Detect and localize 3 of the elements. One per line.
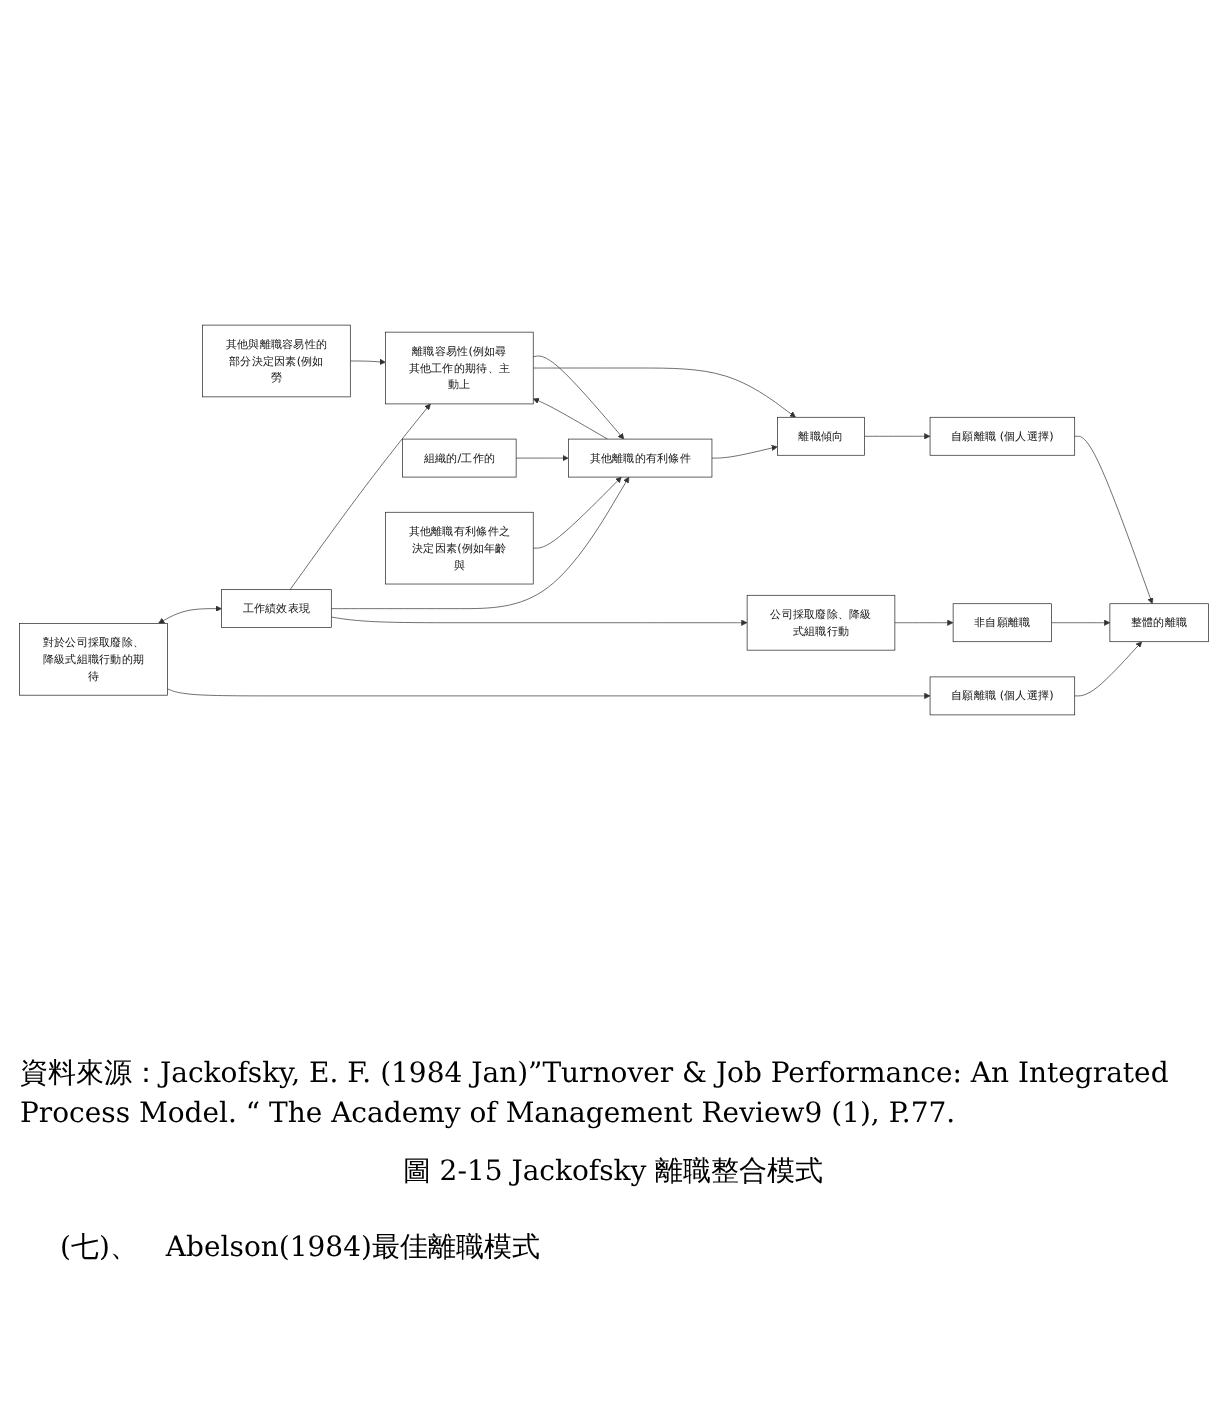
figure-caption: 圖 2-15 Jackofsky 離職整合模式 <box>402 1154 824 1191</box>
section-heading: (七)、 Abelson(1984)最佳離職模式 <box>60 1230 540 1267</box>
source-note: 資料來源：Jackofsky, E. F. (1984 Jan)”Turnover & Job Performance: An Integrated Process Model. “ The Academy of Management Review9 (1), P.77. <box>20 1056 1171 1134</box>
